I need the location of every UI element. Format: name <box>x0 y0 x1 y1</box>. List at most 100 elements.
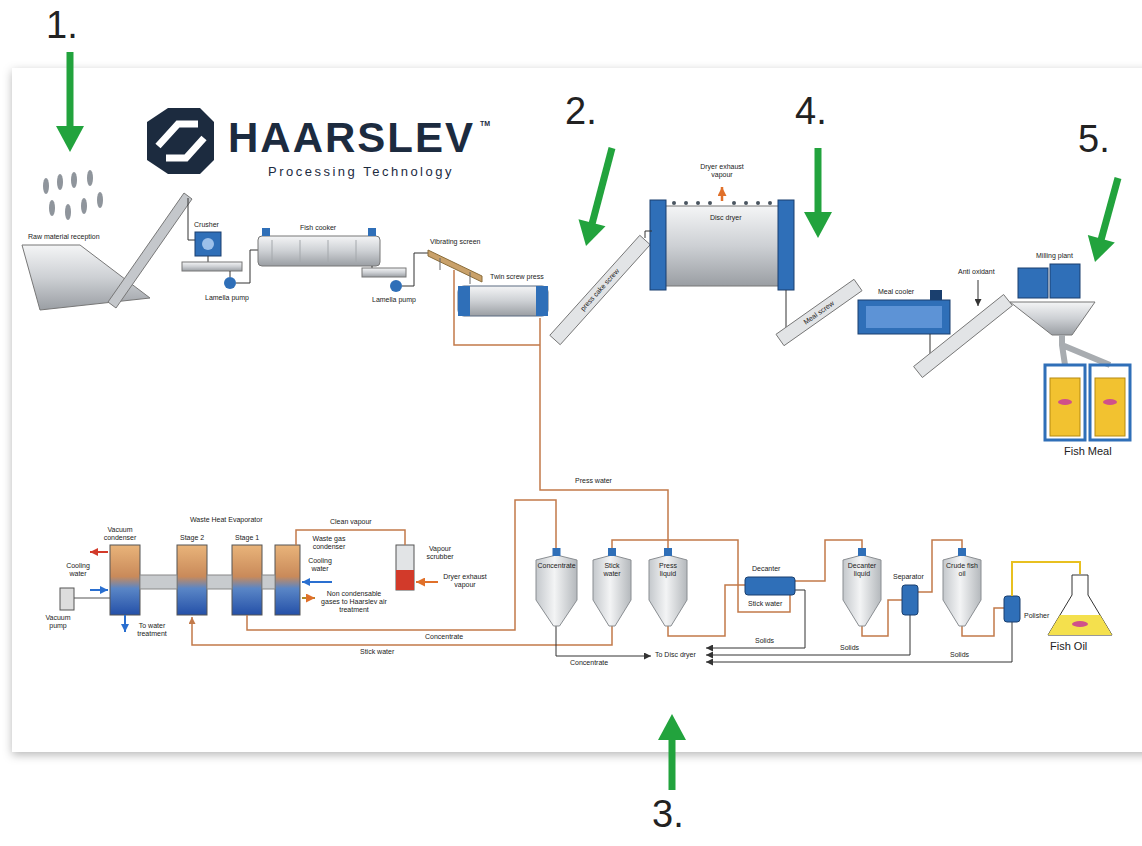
raw-fish <box>97 192 103 208</box>
tank-vessel: Concentrate <box>535 548 578 626</box>
equipment-label: Crusher <box>194 221 219 229</box>
waste-heat-evaporator <box>110 545 140 615</box>
meal-cooler <box>930 290 942 300</box>
equipment-label: Vibrating screen <box>430 238 480 246</box>
tank-label: Press liquid <box>648 562 688 578</box>
flow-label: To Disc dryer <box>655 651 696 659</box>
process-pipe <box>192 270 1004 645</box>
decanter <box>745 577 795 595</box>
waste-heat-evaporator <box>232 545 262 615</box>
tank-outline <box>535 548 578 626</box>
disc-dryer <box>672 201 772 205</box>
raw-fish <box>87 170 93 186</box>
flow-label: To water treatment <box>130 622 174 638</box>
process-pipe <box>540 318 668 548</box>
vapour-scrubber <box>396 545 414 590</box>
equipment-label: Waste gas condenser <box>304 535 354 551</box>
tank-outline <box>942 548 982 626</box>
callout-arrow <box>658 714 686 740</box>
tank-motor <box>608 548 616 556</box>
flow-label: Press water <box>575 477 612 485</box>
raw-fish <box>65 204 71 220</box>
callout-arrow <box>56 52 1118 790</box>
callout-number: 1. <box>46 4 78 48</box>
equipment-label: Lamella pump <box>372 296 416 304</box>
tank-label: Stick water <box>592 562 632 578</box>
flow-label: Non condensable gases to Haarslev air tr… <box>318 590 390 614</box>
solids-line <box>556 626 651 656</box>
callout-number: 4. <box>795 90 827 134</box>
tank-label: Concentrate <box>535 562 578 570</box>
equipment-label: Stage 1 <box>235 534 259 542</box>
vibrating-screen <box>428 250 482 284</box>
disc-dryer <box>684 201 688 205</box>
fish-oil-flask <box>1072 621 1088 627</box>
vapour-scrubber <box>416 581 438 583</box>
crusher <box>230 250 258 283</box>
equipment-label: Twin screw press <box>490 273 544 281</box>
meal-cooler <box>978 280 979 306</box>
disc-dryer <box>768 201 772 205</box>
fish-cooker <box>402 253 428 286</box>
separator <box>902 585 918 615</box>
waste-heat-evaporator <box>262 575 275 589</box>
raw-fish <box>81 198 87 214</box>
trademark-sign: TM <box>480 120 490 128</box>
fish-meal-bags <box>1045 365 1130 440</box>
process-pipe <box>192 617 612 645</box>
callout-arrow <box>669 738 676 790</box>
disc-dryer <box>744 201 748 205</box>
tank-motor <box>552 548 560 556</box>
flow-label: Solids <box>755 637 774 645</box>
raw-fish <box>43 170 103 220</box>
fish-meal-bags <box>1103 399 1117 405</box>
flow-label: Concentrate <box>570 659 608 667</box>
product-label: Fish Meal <box>1064 445 1112 458</box>
tank-vessel: Decanter liquid <box>842 548 882 626</box>
callout-arrow <box>1101 178 1118 240</box>
crusher <box>182 262 242 271</box>
tank-label: Decanter liquid <box>842 562 882 578</box>
callout-arrow <box>815 148 822 214</box>
equipment-label: Disc dryer <box>710 214 742 222</box>
tank-body <box>649 555 687 626</box>
waste-heat-evaporator <box>302 597 315 599</box>
fish-meal-bags <box>1090 365 1130 440</box>
disc-dryer <box>645 187 794 334</box>
flow-label: Stick water <box>748 600 782 608</box>
equipment-label: Decanter <box>752 565 780 573</box>
fish-oil-flask <box>1048 575 1112 635</box>
waste-heat-evaporator <box>207 575 232 589</box>
tank-vessel: Crude fish oil <box>942 548 982 626</box>
twin-screw-press <box>458 286 548 316</box>
twin-screw-press <box>458 286 548 316</box>
disc-dryer <box>696 201 700 205</box>
equipment-label: Fish cooker <box>300 224 336 232</box>
logo-tagline: Processing Technology <box>268 165 454 180</box>
fish-meal-bags <box>1050 378 1080 436</box>
waste-heat-evaporator <box>74 598 110 599</box>
polisher <box>1004 596 1020 622</box>
meal-cooler <box>858 280 1012 378</box>
waste-heat-evaporator <box>60 545 332 632</box>
equipment-label: Anti oxidant <box>958 268 995 276</box>
raw-fish <box>57 174 63 190</box>
milling-plant <box>1010 264 1110 365</box>
process-pipe <box>247 500 556 630</box>
flow-label: Dryer exhaust vapour <box>442 573 488 589</box>
flow-label: Cooling water <box>304 557 336 573</box>
diagram-card <box>12 68 1142 752</box>
meal-cooler <box>866 306 942 328</box>
meal-cooler <box>914 295 1013 378</box>
process-pipe <box>296 530 405 545</box>
equipment-label: Stage 2 <box>180 534 204 542</box>
crusher <box>182 232 258 289</box>
callout-number: 5. <box>1078 118 1110 162</box>
meal-screw <box>776 279 862 345</box>
fish-cooker <box>272 240 356 262</box>
equipment-label: Separator <box>893 573 924 581</box>
diagram-card <box>12 68 1142 752</box>
tank-body <box>593 555 631 626</box>
vibrating-screen <box>428 250 482 282</box>
